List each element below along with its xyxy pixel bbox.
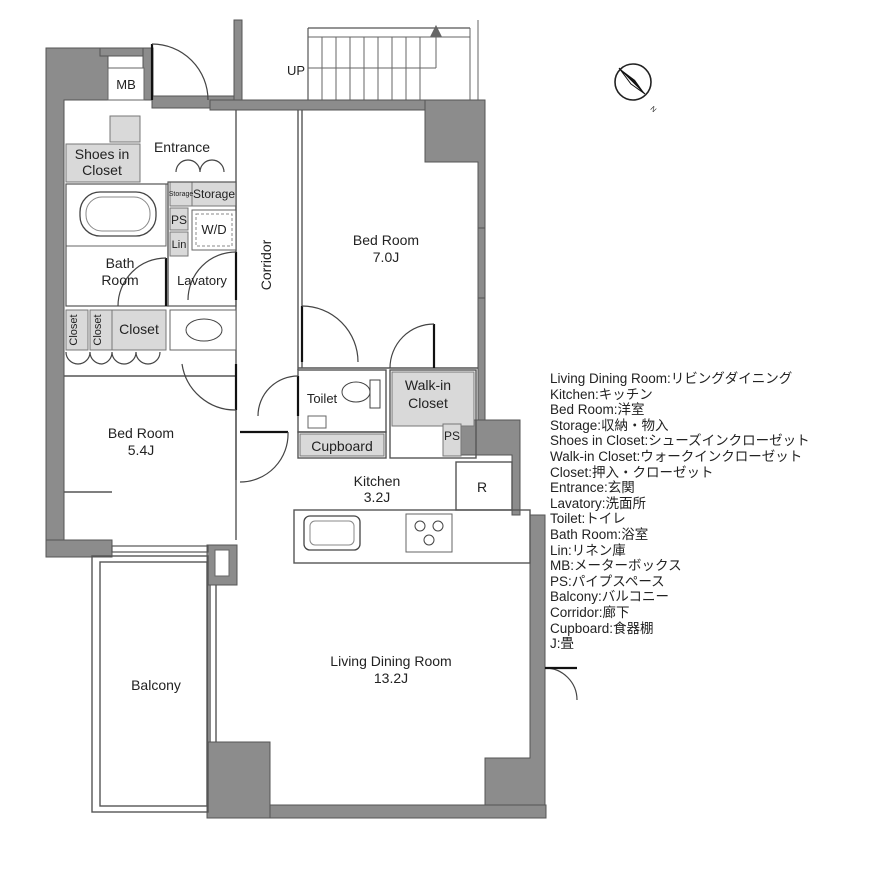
shoes-closet-label-1: Shoes in <box>75 146 129 162</box>
kitchen-name: Kitchen <box>354 473 401 489</box>
storage-small-label: Storage <box>169 191 194 198</box>
legend-item: Kitchen:キッチン <box>550 386 653 402</box>
toilet-label: Toilet <box>307 391 338 406</box>
ps-lavatory-label: PS <box>171 213 187 227</box>
legend-item: Lin:リネン庫 <box>550 542 626 558</box>
legend-item: Shoes in Closet:シューズインクローゼット <box>550 433 810 449</box>
closet-label-3: Closet <box>119 321 159 337</box>
kitchen-size: 3.2J <box>364 489 390 505</box>
bath-label-1: Bath <box>106 255 135 271</box>
walkin-label-2: Closet <box>408 395 448 411</box>
living-name: Living Dining Room <box>330 653 451 669</box>
living-size: 13.2J <box>374 670 408 686</box>
service-area <box>65 67 475 553</box>
interior-walls <box>64 110 531 813</box>
ps-walkin-label: PS <box>444 429 460 443</box>
shoes-closet-label-2: Closet <box>82 162 122 178</box>
storage-label: Storage <box>193 187 235 201</box>
legend-item: Toilet:トイレ <box>550 511 626 527</box>
stairs-up-label: UP <box>287 63 305 78</box>
lin-label: Lin <box>172 239 187 251</box>
bedroom-7-size: 7.0J <box>373 249 399 265</box>
walls <box>45 19 547 819</box>
corridor-label: Corridor <box>258 239 274 290</box>
balcony-label: Balcony <box>131 677 181 693</box>
wd-label: W/D <box>201 222 226 237</box>
legend-item: Bed Room:洋室 <box>550 402 645 418</box>
stairs <box>307 20 479 100</box>
legend-item: Lavatory:洗面所 <box>550 495 647 511</box>
legend-item: Living Dining Room:リビングダイニング <box>550 371 793 386</box>
legend-item: Bath Room:浴室 <box>550 526 649 542</box>
doors <box>65 43 578 701</box>
bedroom-54-name: Bed Room <box>108 425 174 441</box>
legend-item: Closet:押入・クローゼット <box>550 464 714 480</box>
walkin-label-1: Walk-in <box>405 377 451 393</box>
mb-label: MB <box>116 77 136 92</box>
room-labels: MB Entrance Shoes in Closet Storage Stor… <box>68 77 487 693</box>
lavatory-label: Lavatory <box>177 273 227 288</box>
closet-label-1: Closet <box>68 314 80 345</box>
legend: Living Dining Room:リビングダイニング Kitchen:キッチ… <box>550 371 810 652</box>
legend-item: Entrance:玄関 <box>550 480 635 496</box>
legend-item: Walk-in Closet:ウォークインクローゼット <box>550 448 803 464</box>
bedroom-7-name: Bed Room <box>353 232 419 248</box>
legend-item: PS:パイプスペース <box>550 573 665 589</box>
legend-item: Balcony:バルコニー <box>550 589 670 605</box>
legend-item: Storage:収納・物入 <box>550 417 669 433</box>
north-label: N <box>649 105 658 114</box>
legend-item: Corridor:廊下 <box>550 604 630 620</box>
refrigerator-label: R <box>477 479 487 495</box>
north-arrow-icon <box>614 63 652 101</box>
legend-item: MB:メーターボックス <box>550 558 682 574</box>
legend-item: Cupboard:食器棚 <box>550 620 654 636</box>
legend-item: J:畳 <box>550 636 575 652</box>
cupboard-label: Cupboard <box>311 438 373 454</box>
closet-label-2: Closet <box>92 314 104 345</box>
entrance-label: Entrance <box>154 139 210 155</box>
bedroom-54-size: 5.4J <box>128 442 154 458</box>
bath-label-2: Room <box>101 272 138 288</box>
